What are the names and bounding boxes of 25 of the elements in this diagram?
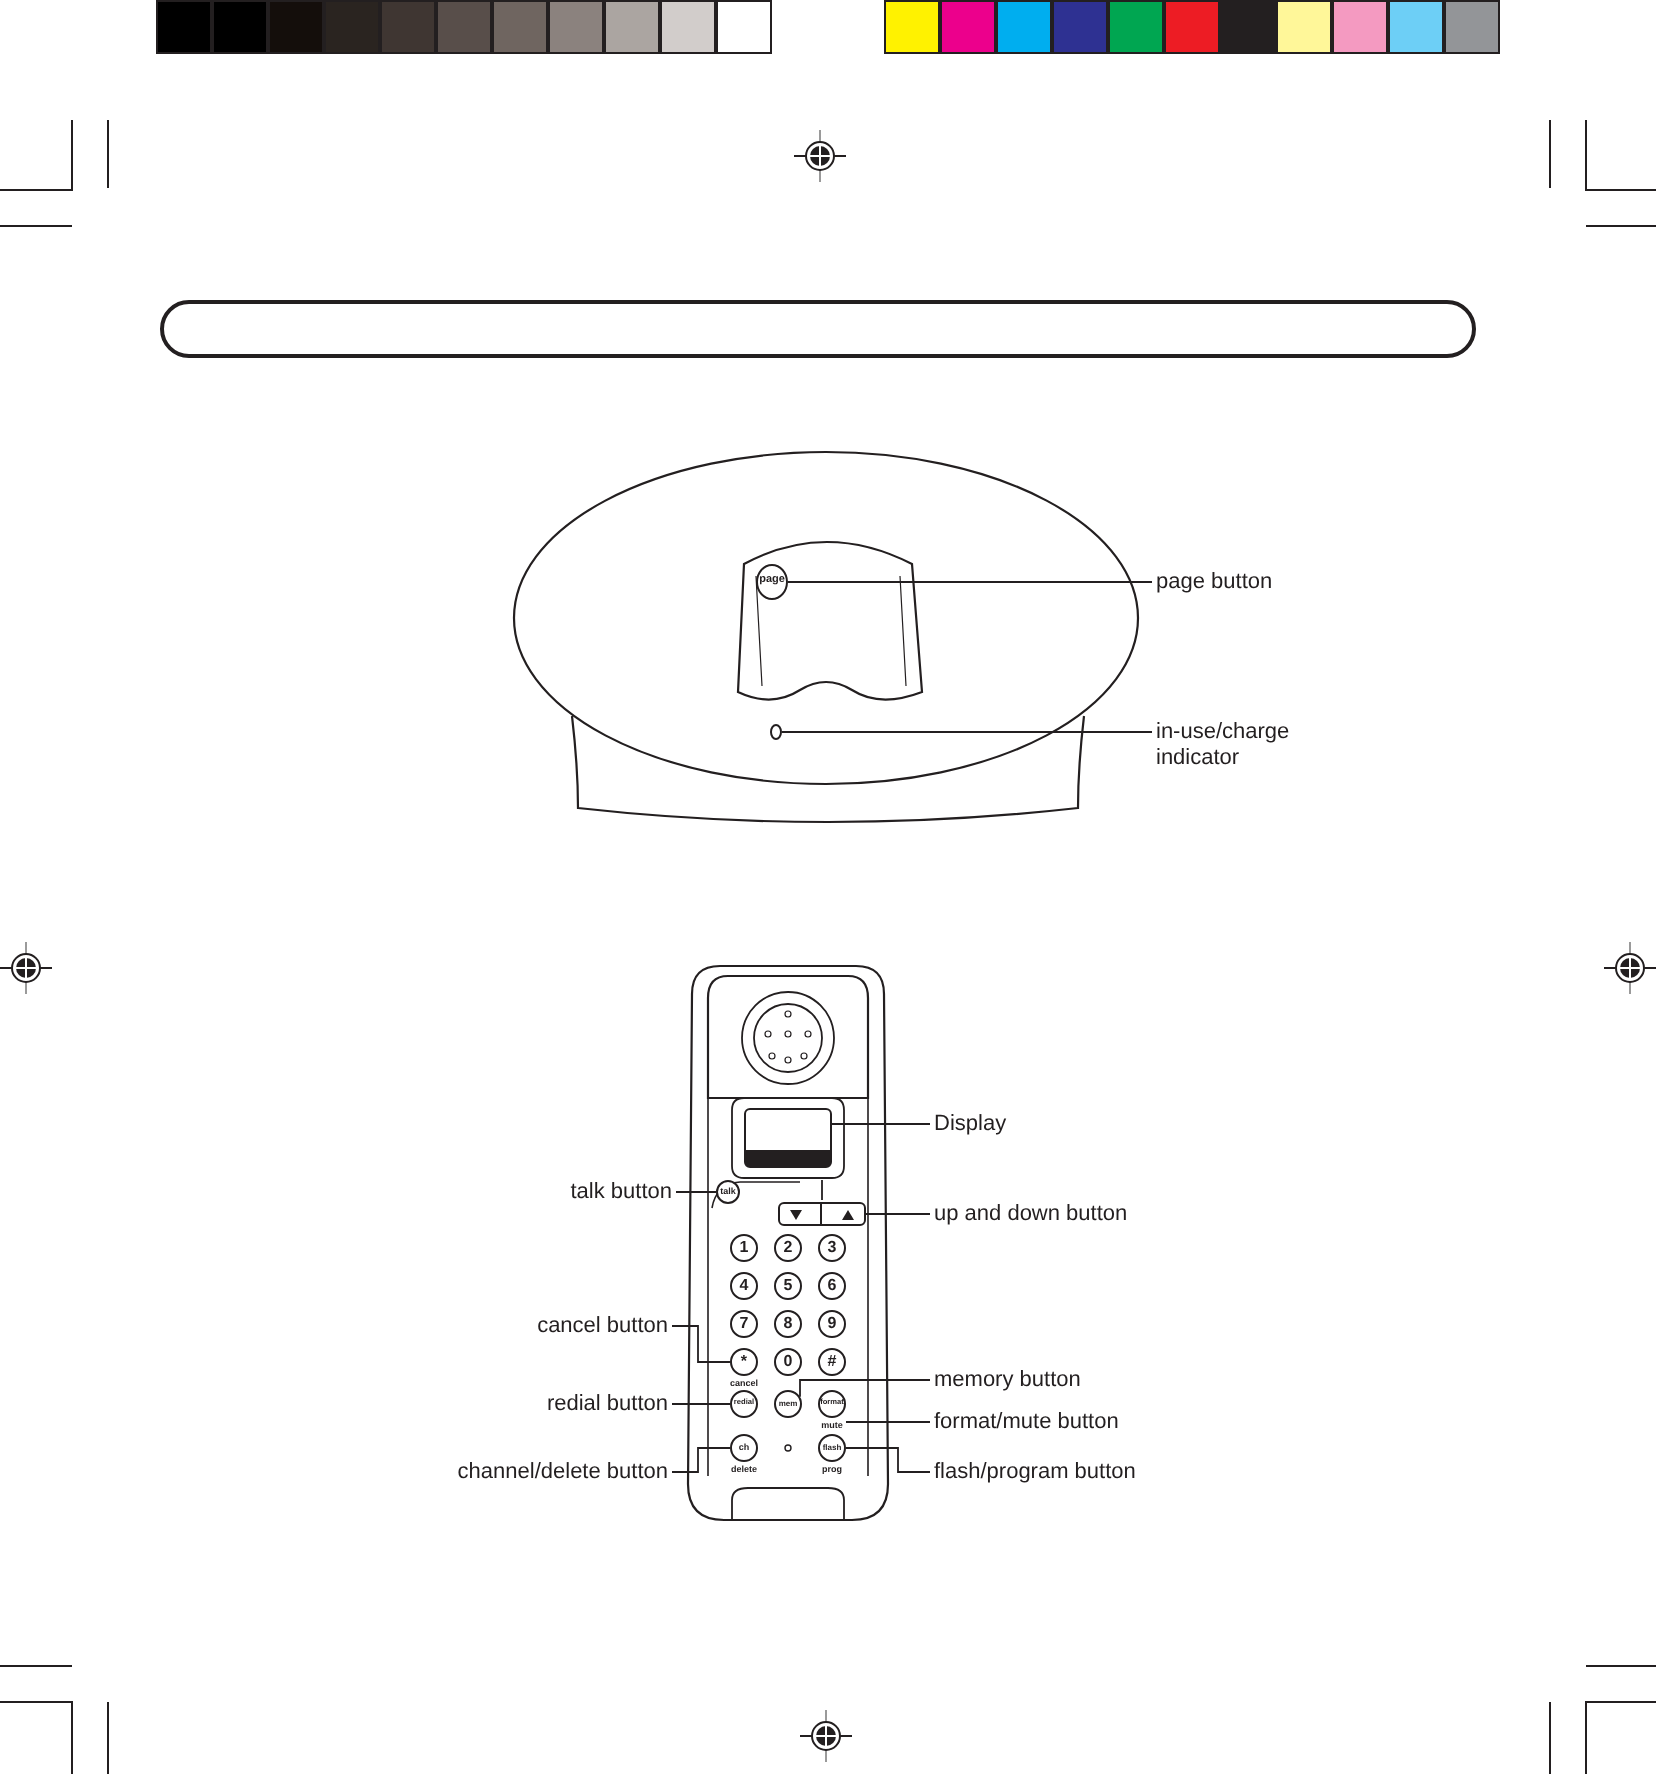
leader-line: [671, 1447, 731, 1473]
up-down-button: [778, 1202, 866, 1226]
leader-line: [831, 1123, 931, 1125]
leader-line: [675, 1191, 717, 1193]
leader-line: [787, 581, 1153, 583]
leader-line: [865, 1213, 931, 1215]
heading-band: [160, 300, 1476, 358]
part-label: page button: [1156, 569, 1273, 595]
leader-line: [845, 1421, 931, 1423]
part-label: flash/program button: [934, 1459, 1136, 1485]
leader-line: [845, 1447, 931, 1473]
leader-line: [671, 1325, 731, 1363]
part-label: in-use/charge indicator: [1156, 719, 1320, 771]
leader-line: [671, 1403, 731, 1405]
part-label: up and down button: [934, 1201, 1128, 1227]
leader-line: [781, 731, 1153, 733]
part-label: channel/delete button: [457, 1459, 668, 1485]
part-label: Display: [934, 1111, 1007, 1137]
part-label: format/mute button: [934, 1409, 1119, 1435]
part-label: redial button: [546, 1391, 668, 1417]
display-screen: [744, 1108, 832, 1168]
part-label: talk button: [570, 1179, 672, 1205]
leader-line: [799, 1379, 931, 1398]
part-label: cancel button: [537, 1313, 668, 1339]
part-label: memory button: [934, 1367, 1081, 1393]
